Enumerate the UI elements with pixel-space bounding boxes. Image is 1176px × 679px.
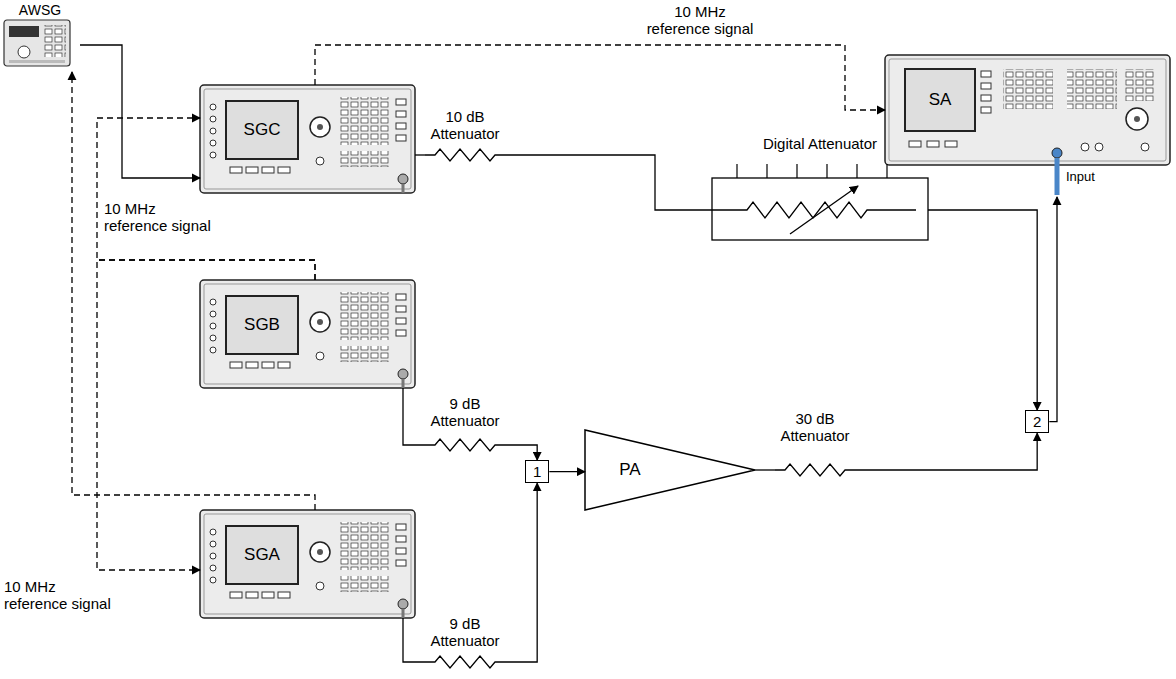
sgb-instrument (200, 280, 415, 388)
signal-cable (928, 210, 1037, 410)
node-text: 10 dB Attenuator (425, 108, 505, 143)
signal-cable (403, 618, 425, 662)
attenuator: 10 dB Attenuator (425, 108, 505, 165)
awsg-instrument (4, 20, 70, 66)
attenuator: 30 dB Attenuator (775, 410, 855, 475)
signal-cable (505, 445, 537, 460)
sgc-instrument (200, 85, 415, 193)
reference-line (97, 260, 315, 570)
combiner-box: 2 (1025, 410, 1049, 433)
node-text: 30 dB Attenuator (775, 410, 855, 445)
digital-attenuator-symbol (712, 164, 928, 240)
combiner-box: 1 (525, 460, 549, 483)
node-text: SA (905, 69, 975, 131)
node-text: SGB (226, 296, 298, 354)
node-text: AWSG (0, 2, 80, 18)
signal-label: 10 MHz reference signal (4, 578, 116, 613)
signal-cable (855, 433, 1037, 470)
attenuator: 9 dB Attenuator (425, 615, 505, 673)
signal-cable (1049, 197, 1057, 422)
sga-instrument (200, 510, 415, 618)
analyzer-screen: SA (885, 55, 1170, 197)
node-text: 9 dB Attenuator (425, 615, 505, 650)
reference-line (97, 118, 315, 280)
signal-cable (80, 45, 200, 178)
signal-cable (549, 471, 585, 472)
signal-label: 10 MHz reference signal (104, 200, 216, 235)
node-text: 9 dB Attenuator (425, 395, 505, 430)
port-label: Input (1066, 170, 1095, 185)
signal-label: 10 MHz reference signal (644, 3, 756, 38)
signal-cable (505, 483, 537, 662)
node-text: 2 (1033, 413, 1041, 430)
node-text: Digital Attenuator (712, 135, 928, 152)
signal-cable (755, 469, 775, 470)
signal-cable (415, 154, 425, 155)
attenuator: 9 dB Attenuator (425, 395, 505, 455)
power-amplifier: PA (585, 430, 755, 510)
reference-line (72, 72, 315, 510)
sa-instrument (885, 55, 1170, 165)
signal-cable (403, 388, 425, 445)
signal-cable (505, 155, 712, 210)
node-text: PA (605, 430, 655, 510)
generator-screen: SGB (200, 280, 415, 388)
input-cable (1055, 158, 1060, 195)
reference-line (315, 45, 885, 110)
instrument-label: AWSG (0, 0, 80, 72)
node-text: SGC (226, 101, 298, 159)
node-text: 1 (533, 463, 541, 480)
node-text: SGA (226, 526, 298, 584)
generator-screen: SGC (200, 85, 415, 193)
digital-attenuator: Digital Attenuator (712, 135, 928, 240)
generator-screen: SGA (200, 510, 415, 618)
amplifier-triangle (585, 430, 755, 510)
